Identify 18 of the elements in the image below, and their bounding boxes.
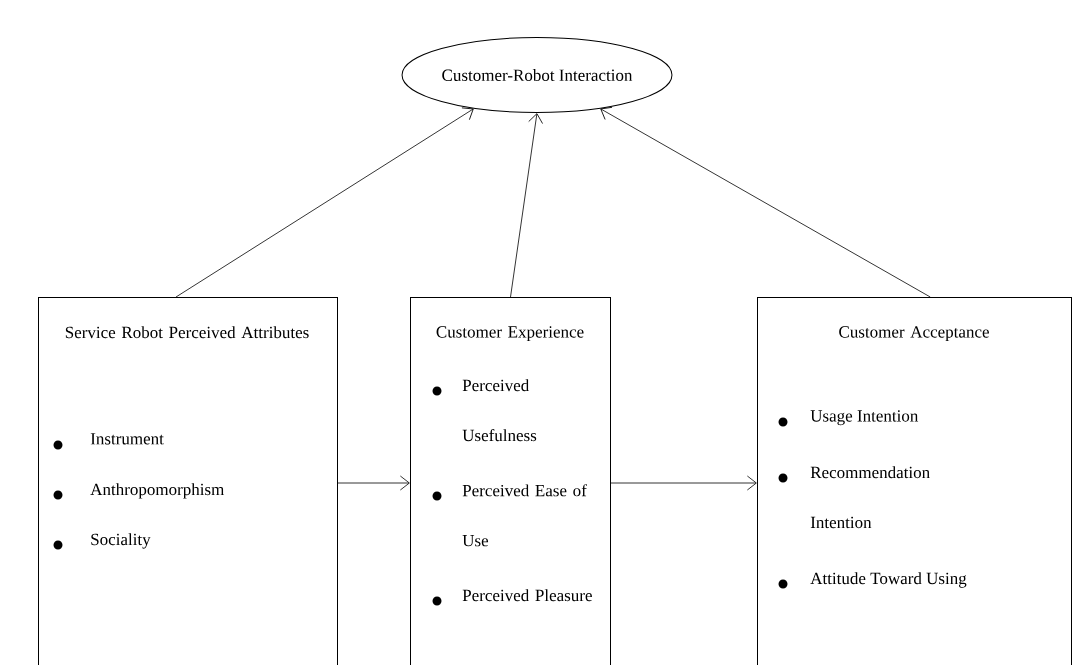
bullet-item: Perceived Usefulness	[462, 379, 537, 442]
bullet-item: Usage Intention	[810, 410, 919, 426]
arrow	[337, 475, 410, 491]
bullet-item: Sociality	[91, 533, 151, 549]
arrow	[510, 113, 543, 298]
arrow	[175, 107, 474, 298]
bullet-item: Perceived Ease of Use	[462, 484, 587, 547]
bullet-item: Recommendation Intention	[810, 466, 930, 529]
box-heading: Customer Experience	[436, 326, 584, 342]
bullet-item: Instrument	[90, 433, 164, 445]
box-heading: Customer Acceptance	[839, 326, 989, 342]
bullet-item: Attitude Toward Using	[810, 572, 967, 588]
arrow	[600, 106, 931, 298]
ellipse-node: Customer-Robot Interaction	[401, 37, 673, 113]
box-heading: Service Robot Perceived Attributes	[65, 326, 309, 339]
bullet-item: Anthropomorphism	[90, 483, 225, 499]
arrow	[610, 475, 757, 491]
bullet-item: Perceived Pleasure	[462, 589, 592, 602]
